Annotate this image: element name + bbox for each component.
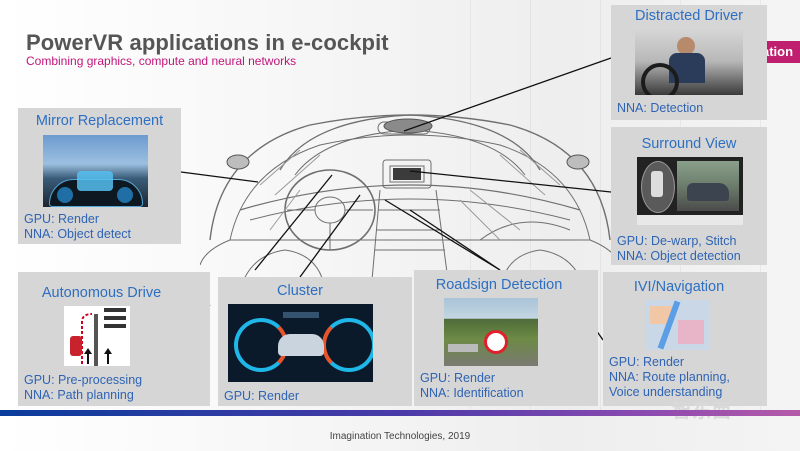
panel-title: Distracted Driver (635, 8, 743, 24)
panel-line-2: NNA: Route planning, (609, 370, 730, 384)
ivi-navigation-image (646, 300, 710, 350)
panel-line-2: NNA: Object detection (617, 249, 741, 263)
connector-surround (409, 170, 612, 193)
cluster-image (228, 304, 373, 382)
mirror-replacement-image (43, 135, 148, 207)
background-stripe (530, 0, 531, 410)
brand-logo-fragment: ation (766, 41, 800, 63)
panel-line-1: GPU: De-warp, Stitch (617, 234, 737, 248)
panel-title: Mirror Replacement (35, 113, 164, 129)
right-side-mirror-shape (566, 154, 590, 170)
panel-line-1: GPU: Render (609, 355, 685, 369)
surround-view-panel: Surround View GPU: De-warp, Stitch NNA: … (611, 127, 767, 265)
roadsign-detection-image (444, 298, 538, 366)
connector-roadsign-1 (409, 209, 501, 271)
cluster-panel: Cluster GPU: Render (218, 277, 412, 406)
panel-line-1: GPU: Render (24, 212, 100, 226)
mirror-replacement-panel: Mirror Replacement GPU: Render NNA: Obje… (18, 108, 181, 244)
background-stripe (600, 0, 601, 410)
panel-line-2: NNA: Identification (420, 386, 524, 400)
panel-title: Cluster (277, 283, 323, 299)
left-side-mirror-shape (226, 154, 250, 170)
autonomous-drive-image (64, 306, 130, 366)
panel-title: Surround View (641, 136, 737, 152)
connector-cluster-2 (254, 174, 333, 271)
panel-line-1: NNA: Detection (617, 101, 704, 115)
bottom-gradient-bar (0, 410, 800, 416)
panel-title: Autonomous Drive (41, 285, 162, 301)
background-stripe (470, 0, 471, 410)
panel-title: Roadsign Detection (435, 277, 563, 293)
roadsign-detection-panel: Roadsign Detection GPU: Render NNA: Iden… (414, 270, 598, 406)
distracted-driver-image (635, 27, 743, 95)
panel-line-2: NNA: Path planning (24, 388, 134, 402)
panel-line-1: GPU: Render (224, 389, 300, 403)
panel-line-1: GPU: Render (420, 371, 496, 385)
rear-view-mirror-shape (383, 118, 433, 134)
panel-line-2: NNA: Object detect (24, 227, 131, 241)
ivi-navigation-panel: IVI/Navigation GPU: Render NNA: Route pl… (603, 272, 767, 406)
connector-distracted (403, 57, 612, 132)
footer-text: Imagination Technologies, 2019 (329, 431, 471, 442)
connector-mirror (180, 171, 259, 183)
panel-line-1: GPU: Pre-processing (24, 373, 143, 387)
connector-roadsign-2 (384, 199, 501, 271)
panel-line-3: Voice understanding (609, 385, 723, 399)
autonomous-drive-panel: Autonomous Drive GPU: Pre-processing NNA… (18, 272, 210, 406)
surround-view-image (637, 157, 743, 215)
connector-cluster-1 (299, 194, 361, 278)
panel-title: IVI/Navigation (633, 279, 725, 295)
slide-title: PowerVR applications in e-cockpit (26, 30, 389, 55)
slide-subtitle: Combining graphics, compute and neural n… (26, 54, 297, 68)
distracted-driver-panel: Distracted Driver NNA: Detection (611, 5, 767, 120)
surround-view-caption-strip (637, 215, 743, 225)
